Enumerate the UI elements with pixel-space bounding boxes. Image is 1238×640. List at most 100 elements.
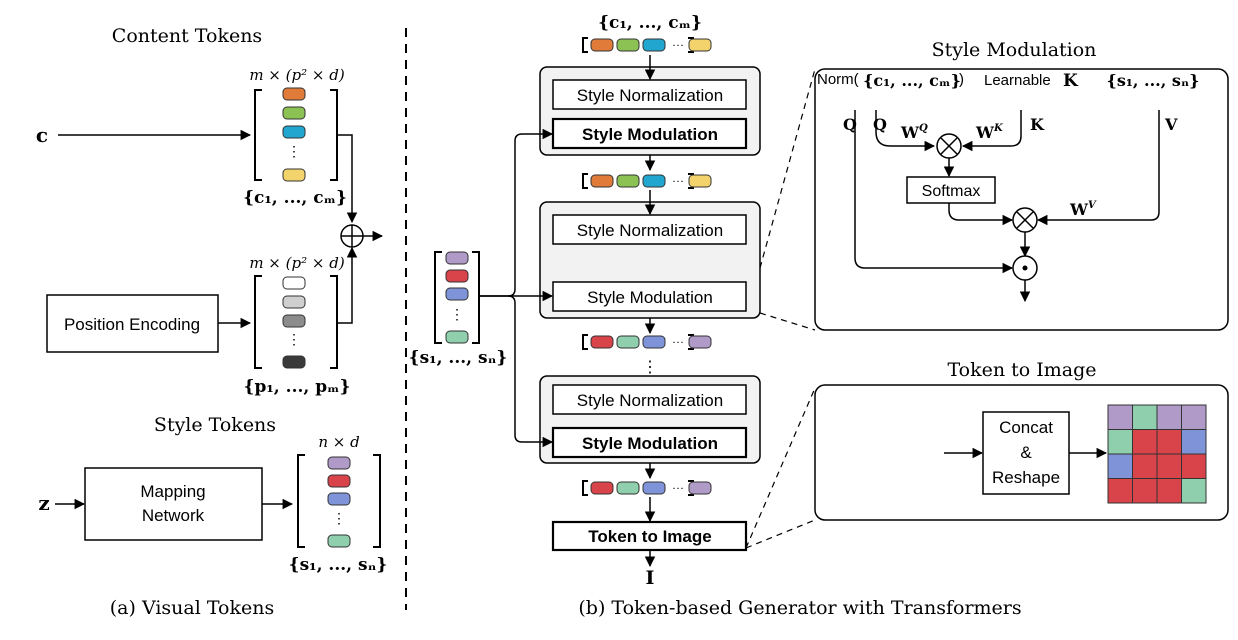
style-mod-panel: [814, 68, 1229, 331]
token-mid-gray: [282, 314, 306, 328]
grid-cell-red: [1156, 429, 1182, 455]
token-periwinkle: [642, 481, 666, 495]
token-teal: [616, 481, 640, 495]
vertical-ellipsis-middle: ⋮: [642, 357, 658, 376]
style-normalization-label-2: Style Normalization: [577, 221, 723, 240]
position-encoding-box: [46, 294, 219, 353]
z-input-label: z: [38, 491, 49, 515]
bracket-left: [582, 173, 588, 189]
grid-cell-periwinkle: [1181, 429, 1207, 455]
style-tokens-title: Style Tokens: [154, 414, 276, 436]
token-white: [282, 276, 306, 290]
token-row-block2-out: ···: [582, 334, 712, 350]
token-periwinkle: [327, 492, 351, 506]
token-purple: [688, 335, 712, 349]
style-normalization-box-2: [552, 214, 747, 245]
image-grid: [1107, 404, 1207, 504]
position-token-bracket: [254, 275, 338, 369]
output-image-label: I: [646, 567, 655, 589]
token-green: [282, 106, 306, 120]
dim-label-position: m × (p² × d): [249, 254, 345, 272]
mapping-network-label-1: Mapping: [140, 482, 205, 501]
token-teal: [327, 534, 351, 548]
token-green: [616, 38, 640, 52]
grid-cell-purple: [1107, 404, 1133, 430]
content-tokens-title: Content Tokens: [112, 25, 262, 47]
zoom-connectors: [745, 68, 816, 549]
vertical-ellipsis: ⋮: [287, 144, 301, 160]
position-token-stack: ⋮: [282, 276, 306, 369]
norm-close-label: ): [959, 71, 964, 88]
token-red: [327, 474, 351, 488]
horizontal-ellipsis: ···: [672, 38, 684, 52]
dim-label-style: n × d: [318, 433, 359, 451]
token-blue: [642, 174, 666, 188]
vertical-ellipsis: ⋮: [287, 332, 301, 348]
s-set-label-middle: {s₁, ..., sₙ}: [409, 348, 508, 368]
token-purple: [688, 481, 712, 495]
token-orange: [282, 87, 306, 101]
grid-cell-red: [1181, 453, 1207, 479]
middle-style-token-bracket: [434, 251, 480, 344]
token-teal: [616, 335, 640, 349]
multiply-node-1: [936, 133, 962, 159]
token-to-image-box: [551, 520, 748, 552]
style-modulation-box-3: [551, 426, 748, 459]
grid-cell-teal: [1132, 404, 1158, 430]
concat-label-3: Reshape: [992, 468, 1060, 487]
q-label-2: Q: [873, 115, 887, 134]
token-to-image-label: Token to Image: [588, 527, 711, 546]
token-orange: [590, 174, 614, 188]
grid-cell-teal: [1181, 478, 1207, 504]
horizontal-ellipsis: ···: [672, 335, 684, 349]
q-label-1: Q: [843, 115, 857, 134]
concat-reshape-box: [982, 411, 1070, 495]
grid-cell-red: [1132, 478, 1158, 504]
grid-cell-teal: [1107, 429, 1133, 455]
vertical-ellipsis: ⋮: [332, 511, 346, 527]
bracket-left: [582, 37, 588, 53]
grid-cell-red: [1132, 453, 1158, 479]
style-modulation-box-2: [552, 281, 747, 312]
concat-label-1: Concat: [999, 418, 1053, 437]
middle-style-token-stack: ⋮: [445, 251, 469, 344]
attention-arrows: [854, 110, 1160, 303]
softmax-box: [906, 176, 996, 204]
c-input-label: c: [36, 123, 48, 147]
v-label: V: [1164, 115, 1178, 134]
horizontal-ellipsis: ···: [672, 174, 684, 188]
token-blue: [282, 125, 306, 139]
grid-cell-red: [1107, 478, 1133, 504]
grid-cell-red: [1156, 478, 1182, 504]
s-set-label-left: {s₁, ..., sₙ}: [289, 555, 388, 575]
position-to-sum-line: [337, 246, 358, 324]
learnable-label: Learnable: [984, 72, 1051, 89]
token-red: [590, 481, 614, 495]
token-periwinkle: [445, 287, 469, 301]
c-set-top-label: {c₁, ..., cₘ}: [598, 13, 702, 33]
grid-cell-red: [1132, 429, 1158, 455]
style-modulation-label-2: Style Modulation: [587, 288, 713, 307]
token-red: [590, 335, 614, 349]
bracket-left: [582, 334, 588, 350]
style-mod-panel-title: Style Modulation: [932, 39, 1097, 61]
bracket-left: [582, 480, 588, 496]
position-encoding-label: Position Encoding: [64, 315, 200, 334]
token-blue: [642, 38, 666, 52]
mapping-network-label-2: Network: [142, 506, 205, 525]
style-normalization-label-1: Style Normalization: [577, 86, 723, 105]
sm-s-set-label: {s₁, ..., sₙ}: [1107, 71, 1200, 90]
style-normalization-label-3: Style Normalization: [577, 391, 723, 410]
c-set-label: {c₁, ..., cₘ}: [243, 188, 347, 208]
style-modulation-label-3: Style Modulation: [582, 434, 718, 453]
learnable-k-label: K: [1063, 71, 1079, 91]
token-yellow: [688, 38, 712, 52]
multiply-node-2: [1012, 207, 1038, 233]
token-purple: [327, 456, 351, 470]
p-set-label: {p₁, ..., pₘ}: [244, 377, 351, 397]
horizontal-ellipsis: ···: [672, 481, 684, 495]
style-branch-arrows: [480, 128, 554, 448]
mapping-network-box: [84, 467, 263, 541]
token-red: [445, 269, 469, 283]
